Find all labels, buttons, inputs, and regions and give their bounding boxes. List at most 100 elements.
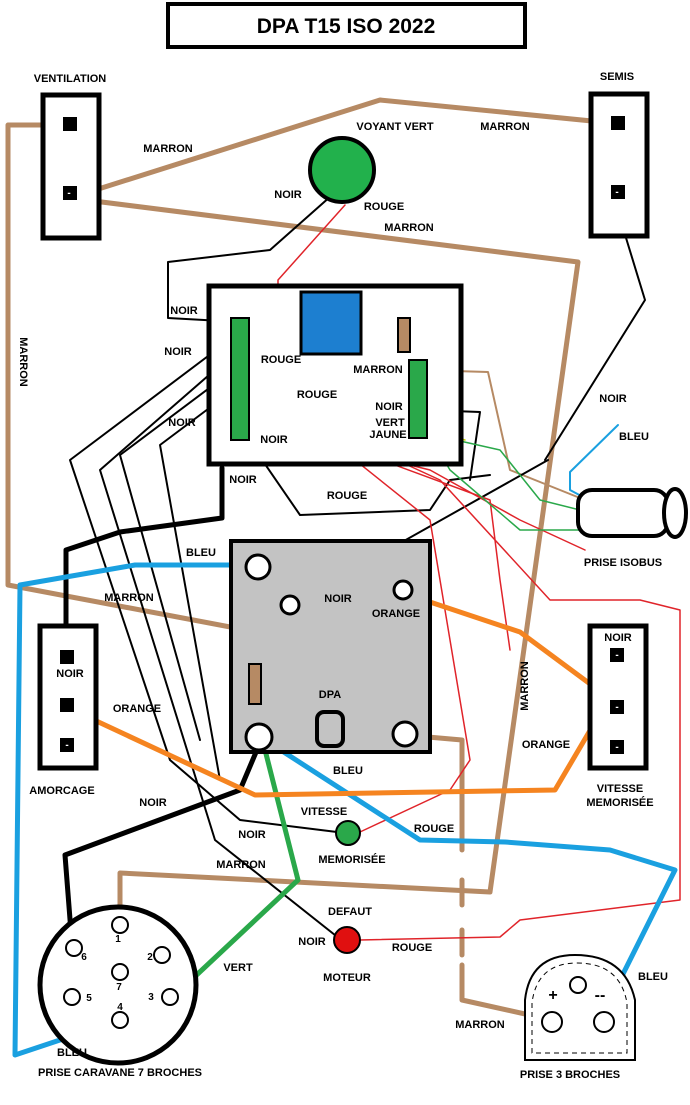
lbl-noir-1: NOIR (274, 189, 302, 201)
lbl-vert-1: VERT (375, 417, 405, 429)
prise3-pin-plus (541, 1011, 563, 1033)
moteur-label: MOTEUR (323, 972, 371, 984)
lbl-noir-8: NOIR (599, 393, 627, 405)
diagram-title: DPA T15 ISO 2022 (257, 15, 436, 38)
rouge-vitesse (239, 367, 471, 833)
lbl-noir-9: NOIR (324, 593, 352, 605)
prise3-plus-label: + (548, 987, 557, 1004)
vitesse-led-label-1: VITESSE (301, 806, 347, 818)
lbl-noir-7: NOIR (375, 401, 403, 413)
dpa-terminal-marron (391, 720, 419, 748)
lbl-marron-9: MARRON (519, 661, 531, 711)
board-connector-left (230, 317, 250, 441)
caravane-pin-7 (111, 963, 129, 981)
bleu-isobus (569, 424, 619, 499)
lbl-bleu-3: BLEU (333, 765, 363, 777)
board-resistor (397, 317, 411, 353)
prise3-pin-minus (593, 1011, 615, 1033)
lbl-noir-11: NOIR (604, 632, 632, 644)
semis-label: SEMIS (600, 71, 634, 83)
noir-vitesse (69, 331, 346, 834)
vert-thick-wires (169, 735, 301, 1001)
lbl-noir-10: NOIR (56, 668, 84, 680)
vitesse-terminal-2 (610, 700, 624, 714)
caravane-pin-2-label: 2 (147, 952, 153, 963)
noir-caravane (62, 735, 265, 948)
caravane-pin-4-label: 4 (117, 1002, 123, 1013)
semis-minus: - (615, 187, 618, 198)
vitesse-minus-2: - (615, 702, 618, 713)
lbl-marron-4: MARRON (353, 364, 403, 376)
lbl-rouge-5: ROUGE (414, 823, 454, 835)
relay-blue (299, 290, 363, 356)
vitesse-terminal-1 (610, 648, 624, 662)
caravane-pin-2 (153, 946, 171, 964)
lbl-bleu-1: BLEU (619, 431, 649, 443)
lbl-bleu-2: BLEU (186, 547, 216, 559)
prise-caravane-label: PRISE CARAVANE 7 BROCHES (38, 1067, 202, 1079)
ventilation-minus: - (67, 188, 70, 199)
lbl-rouge-4: ROUGE (327, 490, 367, 502)
bleu-wires (12, 562, 678, 1058)
noir-3 (119, 364, 241, 741)
ventilation-terminal-2 (63, 186, 77, 200)
lbl-rouge-6: ROUGE (392, 942, 432, 954)
caravane-pin-5 (63, 988, 81, 1006)
lbl-vert-2: VERT (223, 962, 253, 974)
orange-wires (59, 589, 608, 798)
semis-switch: - (588, 91, 650, 239)
caravane-pin-1 (111, 916, 129, 934)
dpa-terminal-orange (392, 579, 414, 601)
orange-dpa-vitesse (397, 589, 608, 698)
orange-amorcage (59, 702, 608, 798)
lbl-noir-2: NOIR (170, 305, 198, 317)
vert-caravane (169, 735, 301, 1001)
amorcage-terminal-2 (60, 698, 74, 712)
vitesse-terminal-3 (610, 740, 624, 754)
prise3-minus-label: -- (595, 987, 606, 1004)
lbl-noir-5: NOIR (260, 434, 288, 446)
bleu-3broches (259, 735, 678, 1023)
lbl-noir-14: NOIR (298, 936, 326, 948)
vitesse-led-label-2: MEMORISÉE (318, 853, 385, 866)
lbl-orange-2: ORANGE (113, 703, 161, 715)
noir-bot (244, 434, 491, 516)
lbl-marron-6: MARRON (104, 592, 154, 604)
caravane-pin-3-label: 3 (148, 992, 154, 1003)
lbl-orange-1: ORANGE (372, 608, 420, 620)
noir-wires-thick (62, 465, 265, 948)
dpa-label: DPA (319, 689, 341, 701)
vitesse-memorisee-label-2: MEMORISÉE (586, 796, 653, 809)
lbl-orange-3: ORANGE (522, 739, 570, 751)
lbl-rouge-3: ROUGE (297, 389, 337, 401)
lbl-marron-1: MARRON (143, 143, 193, 155)
amorcage-switch: - (37, 623, 99, 771)
caravane-pin-7-label: 7 (116, 982, 122, 993)
prise-isobus-connector (576, 487, 688, 539)
lbl-marron-5: MARRON (17, 337, 29, 387)
dpa-plug (315, 710, 345, 748)
caravane-pin-3 (161, 988, 179, 1006)
ventilation-switch: - (40, 92, 102, 241)
bleu-caravane (12, 562, 261, 1058)
lbl-noir-3: NOIR (164, 346, 192, 358)
voyant-vert-led (308, 136, 376, 204)
defaut-moteur-led (333, 926, 361, 954)
prise-isobus-label: PRISE ISOBUS (584, 557, 662, 569)
amorcage-terminal-3 (60, 738, 74, 752)
lbl-marron-7: MARRON (216, 859, 266, 871)
bleu-thin-wires (569, 424, 619, 499)
lbl-marron-2: MARRON (480, 121, 530, 133)
lbl-noir-12: NOIR (139, 797, 167, 809)
vitesse-memorisee-led (335, 820, 361, 846)
lbl-marron-8: MARRON (455, 1019, 505, 1031)
noir-amorcage (63, 465, 225, 658)
lbl-rouge-2: ROUGE (261, 354, 301, 366)
noir-voyant (167, 187, 341, 323)
caravane-pin-6-label: 6 (81, 952, 87, 963)
ventilation-terminal-1 (63, 117, 77, 131)
caravane-pin-6 (65, 939, 83, 957)
vitesse-memorisee-switch: - - - (587, 623, 649, 771)
noir-defaut (99, 347, 346, 944)
